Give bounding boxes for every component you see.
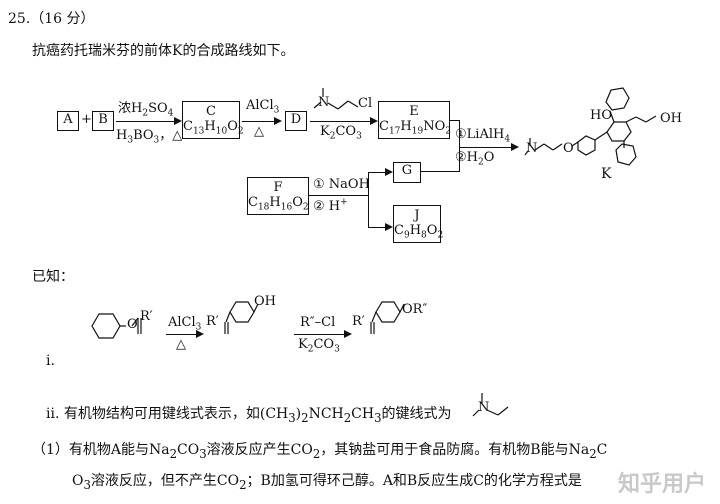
compound-e: E C17H19NO2	[378, 101, 451, 139]
step-4-top: ①LiAlH4	[455, 127, 511, 145]
k-ho: HO	[590, 108, 612, 123]
part1-line2: O3溶液反应，但不产生CO2；B加氢可得环己醇。A和B反应生成C的化学方程式是	[72, 473, 582, 492]
naoh-label: ① NaOH	[313, 177, 370, 192]
ketone-oh: OH	[254, 294, 276, 309]
k-o: O	[563, 141, 574, 156]
k-oh: OH	[660, 111, 682, 126]
arrow-f-to-g	[385, 168, 393, 176]
compound-d: D	[285, 111, 307, 131]
known-arrow-2	[344, 330, 352, 338]
compound-g: G	[393, 162, 421, 183]
k-n: N	[526, 141, 538, 156]
reagent-1-bottom: H3BO3，△	[116, 128, 183, 146]
arrow-3	[370, 117, 378, 125]
compound-k-structure	[524, 87, 657, 166]
example-n: N	[478, 400, 490, 415]
alkoxyphenyl-ketone-structure	[370, 301, 405, 334]
known-heading: 已知：	[32, 269, 74, 285]
arrow-4	[511, 143, 519, 151]
known-reagent-2-top: R″–Cl	[300, 315, 336, 330]
ketone-rprime: R′	[206, 314, 219, 329]
reagent-1-top: 浓H2SO4	[118, 101, 174, 119]
hydroxyphenyl-ketone-structure	[224, 301, 259, 334]
dimethylaminoethyl-chloride-structure	[313, 88, 359, 110]
arrow-f-to-j	[385, 223, 393, 231]
example-skeletal-structure	[472, 393, 509, 417]
watermark: 知乎用户	[618, 472, 707, 497]
phenyl-ester-structure	[91, 313, 142, 339]
product-or: OR″	[402, 302, 428, 317]
known-item-ii: ⅱ. 有机物结构可用键线式表示，如(CH3)2NCH2CH3的键线式为	[46, 406, 452, 425]
known-arrow-1	[196, 330, 204, 338]
arrow-1	[174, 117, 182, 125]
arrow-2	[274, 117, 282, 125]
reagent-3-bottom: K2CO3	[320, 124, 362, 142]
known-reagent-2-bottom: K2CO3	[298, 337, 340, 355]
compound-k-label: K	[601, 166, 612, 182]
ester-o: O	[127, 317, 138, 332]
compound-f: F C18H16O2	[247, 177, 309, 215]
reagent-3-cl: Cl	[358, 96, 373, 111]
reagent-3-n: N	[318, 95, 330, 110]
compound-b: B	[92, 111, 114, 131]
reagent-2-top: AlCl3	[246, 98, 280, 116]
product-rprime: R′	[352, 314, 365, 329]
question-intro: 抗癌药托瑞米芬的前体K的合成路线如下。	[32, 43, 295, 59]
reagent-2-bottom: △	[254, 124, 264, 139]
hplus-label: ② H+	[313, 197, 348, 214]
compound-j: J C9H8O2	[393, 205, 443, 243]
compound-c: C C13H10O2	[182, 101, 244, 139]
question-number: 25.（16 分）	[8, 11, 95, 27]
known-reagent-1-top: AlCl3	[168, 315, 202, 333]
plus-sign: +	[81, 112, 92, 127]
ester-rprime: R′	[140, 309, 153, 324]
part1-line1: （1）有机物A能与Na2CO3溶液反应产生CO2，其钠盐可用于食品防腐。有机物B…	[32, 442, 608, 461]
step-4-bottom: ②H2O	[455, 150, 495, 168]
known-reagent-1-bottom: △	[176, 337, 186, 352]
compound-a: A	[57, 111, 79, 131]
known-item-i: ⅰ.	[46, 353, 55, 369]
